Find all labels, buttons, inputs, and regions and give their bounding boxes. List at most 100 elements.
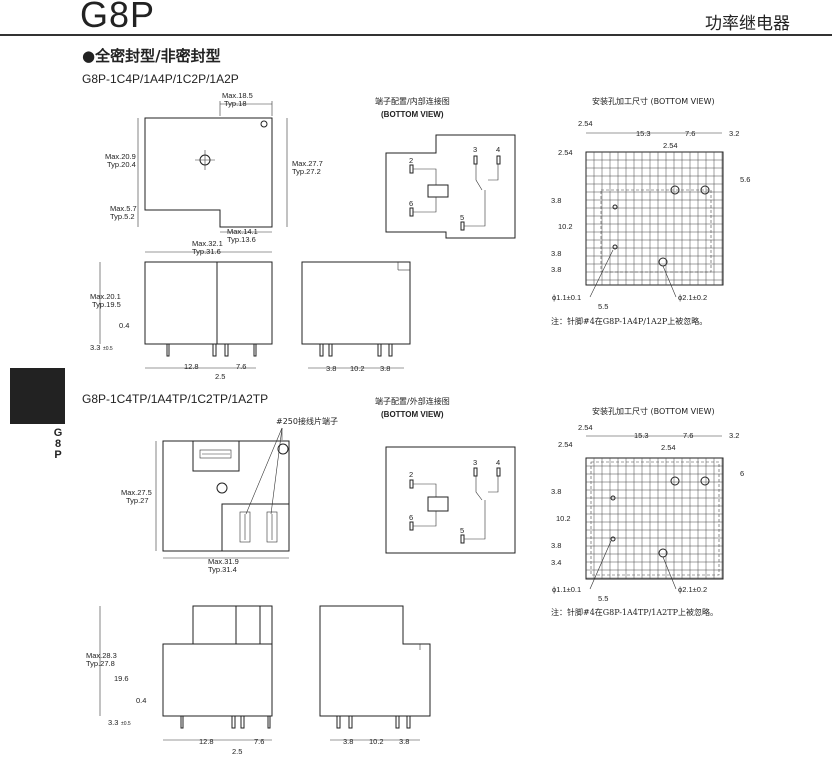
g2-m-k: 3.4 <box>551 558 561 567</box>
g1-h-typ: Typ.20.4 <box>107 160 136 169</box>
g1-side-view: 3.8 10.2 3.8 <box>301 261 411 373</box>
g1-terminal-diagram: 端子配置/内部连接图 (BOTTOM VIEW) 2 6 3 4 5 <box>375 96 516 239</box>
section-heading: ●全密封型/非密封型 <box>82 47 221 65</box>
page-subtitle: 功率继电器 <box>705 14 790 34</box>
g1-s-typ: Typ.5.2 <box>110 212 135 221</box>
g1-note: 注：针脚#4在G8P-1A4P/1A2P上被忽略。 <box>551 316 707 326</box>
g1-s-max: Max.5.7 <box>110 204 137 213</box>
g2-m-c: 7.6 <box>683 431 693 440</box>
g2-f05: ±0.5 <box>121 721 131 727</box>
g1-pin-4: 4 <box>496 145 500 154</box>
model-title-1: G8P-1C4P/1A4P/1C2P/1A2P <box>82 72 239 86</box>
g1-m-b: 15.3 <box>636 129 651 138</box>
g1-f128: 12.8 <box>184 362 199 371</box>
g2-w55: 5.5 <box>598 594 608 603</box>
g1-m-g: 5.6 <box>740 175 750 184</box>
g1-m-d: 3.2 <box>729 129 739 138</box>
g2-f128: 12.8 <box>199 737 214 746</box>
page-title: G8P <box>80 0 156 35</box>
g1-s-a: 3.8 <box>326 364 336 373</box>
g1-fh-typ: Typ.19.5 <box>92 300 121 309</box>
g1-terminal-title: 端子配置/内部连接图 <box>375 96 450 106</box>
g1-s-b: 10.2 <box>350 364 365 373</box>
g2-fh-max: Max.28.3 <box>86 651 117 660</box>
g2-f04: 0.4 <box>136 696 146 705</box>
g2-w-typ: Typ.31.4 <box>208 565 237 574</box>
g2-f76: 7.6 <box>254 737 264 746</box>
g2-pin-4: 4 <box>496 458 500 467</box>
g1-b-typ: Typ.13.6 <box>227 235 256 244</box>
g2-tab-label: #250接线片端子 <box>276 416 338 426</box>
g2-note: 注：针脚#4在G8P-1A4TP/1A2TP上被忽略。 <box>551 607 718 617</box>
g1-m-i: 10.2 <box>558 222 573 231</box>
g1-w-max: Max.18.5 <box>222 91 253 100</box>
g1-h2-typ: Typ.27.2 <box>292 167 321 176</box>
g1-h-max: Max.20.9 <box>105 152 136 161</box>
g2-s-a: 3.8 <box>343 737 353 746</box>
g1-f33: 3.3 <box>90 343 100 352</box>
g2-hole2: ϕ2.1±0.2 <box>678 585 707 594</box>
g2-h-max: Max.27.5 <box>121 488 152 497</box>
g1-f25: 2.5 <box>215 372 225 381</box>
g2-terminal-diagram: 端子配置/外部连接图 (BOTTOM VIEW) 2 6 3 4 5 <box>375 396 516 554</box>
g1-w-typ: Typ.18 <box>224 99 247 108</box>
g1-f76: 7.6 <box>236 362 246 371</box>
g2-w-max: Max.31.9 <box>208 557 239 566</box>
g2-pin-6: 6 <box>409 513 413 522</box>
g2-m-d: 3.2 <box>729 431 739 440</box>
g2-f25: 2.5 <box>232 747 242 756</box>
g1-m-c: 7.6 <box>685 129 695 138</box>
g1-hole2: ϕ2.1±0.2 <box>678 293 707 302</box>
g1-f04: 0.4 <box>119 321 129 330</box>
g1-m-h: 3.8 <box>551 196 561 205</box>
g1-fh-max: Max.20.1 <box>90 292 121 301</box>
g1-m-a: 2.54 <box>578 119 593 128</box>
g1-pin-5: 5 <box>460 213 464 222</box>
g2-m-i: 10.2 <box>556 514 571 523</box>
g1-m-e: 2.54 <box>663 141 678 150</box>
g1-pin-3: 3 <box>473 145 477 154</box>
g1-pin-2: 2 <box>409 156 413 165</box>
g1-m-k: 3.8 <box>551 265 561 274</box>
g1-m-j: 3.8 <box>551 249 561 258</box>
g2-s-b: 10.2 <box>369 737 384 746</box>
g2-top-view: #250接线片端子 Max.27.5 Typ.27 Max.31.9 Typ.3… <box>121 416 338 574</box>
g2-m-e: 2.54 <box>661 443 676 452</box>
g1-b-max: Max.14.1 <box>227 227 258 236</box>
g2-terminal-title: 端子配置/外部连接图 <box>375 396 450 406</box>
g2-f196: 19.6 <box>114 674 129 683</box>
g2-side-view: 3.8 10.2 3.8 <box>319 605 431 746</box>
g2-bottom-view: (BOTTOM VIEW) <box>381 410 444 419</box>
g1-m-f: 2.54 <box>558 148 573 157</box>
g1-hole1: ϕ1.1±0.1 <box>552 293 581 302</box>
g2-fh-typ: Typ.27.8 <box>86 659 115 668</box>
g2-m-h: 3.8 <box>551 487 561 496</box>
g1-mount-title: 安装孔加工尺寸 (BOTTOM VIEW) <box>592 96 715 106</box>
header-rule <box>0 34 832 36</box>
g2-m-f: 2.54 <box>558 440 573 449</box>
g2-pin-2: 2 <box>409 470 413 479</box>
g2-s-c: 3.8 <box>399 737 409 746</box>
g2-front-view: Max.28.3 Typ.27.8 19.6 0.4 3.3 ±0.5 12.8… <box>86 605 273 756</box>
g2-h-typ: Typ.27 <box>126 496 149 505</box>
g1-mount-grid: 安装孔加工尺寸 (BOTTOM VIEW) 2.54 15.3 7.6 3.2 … <box>551 96 750 326</box>
g2-m-b: 15.3 <box>634 431 649 440</box>
g1-front-view: Max.32.1 Typ.31.6 Max.20.1 Typ.19.5 0.4 … <box>90 239 273 381</box>
g1-bottom-view: (BOTTOM VIEW) <box>381 110 444 119</box>
g1-w55: 5.5 <box>598 302 608 311</box>
g2-mount-title: 安装孔加工尺寸 (BOTTOM VIEW) <box>592 406 715 416</box>
g1-pin-6: 6 <box>409 199 413 208</box>
g1-fw-typ: Typ.31.6 <box>192 247 221 256</box>
g2-mount-grid: 安装孔加工尺寸 (BOTTOM VIEW) 2.54 15.3 7.6 3.2 … <box>551 406 744 617</box>
g2-f33: 3.3 <box>108 718 118 727</box>
g2-hole1: ϕ1.1±0.1 <box>552 585 581 594</box>
g1-h2-max: Max.27.7 <box>292 159 323 168</box>
g2-m-j: 3.8 <box>551 541 561 550</box>
g2-m-a: 2.54 <box>578 423 593 432</box>
g2-pin-3: 3 <box>473 458 477 467</box>
g1-s-c: 3.8 <box>380 364 390 373</box>
model-title-2: G8P-1C4TP/1A4TP/1C2TP/1A2TP <box>82 392 269 406</box>
g1-top-view: Max.18.5 Typ.18 Max.20.9 Typ.20.4 Max.27… <box>105 91 323 244</box>
